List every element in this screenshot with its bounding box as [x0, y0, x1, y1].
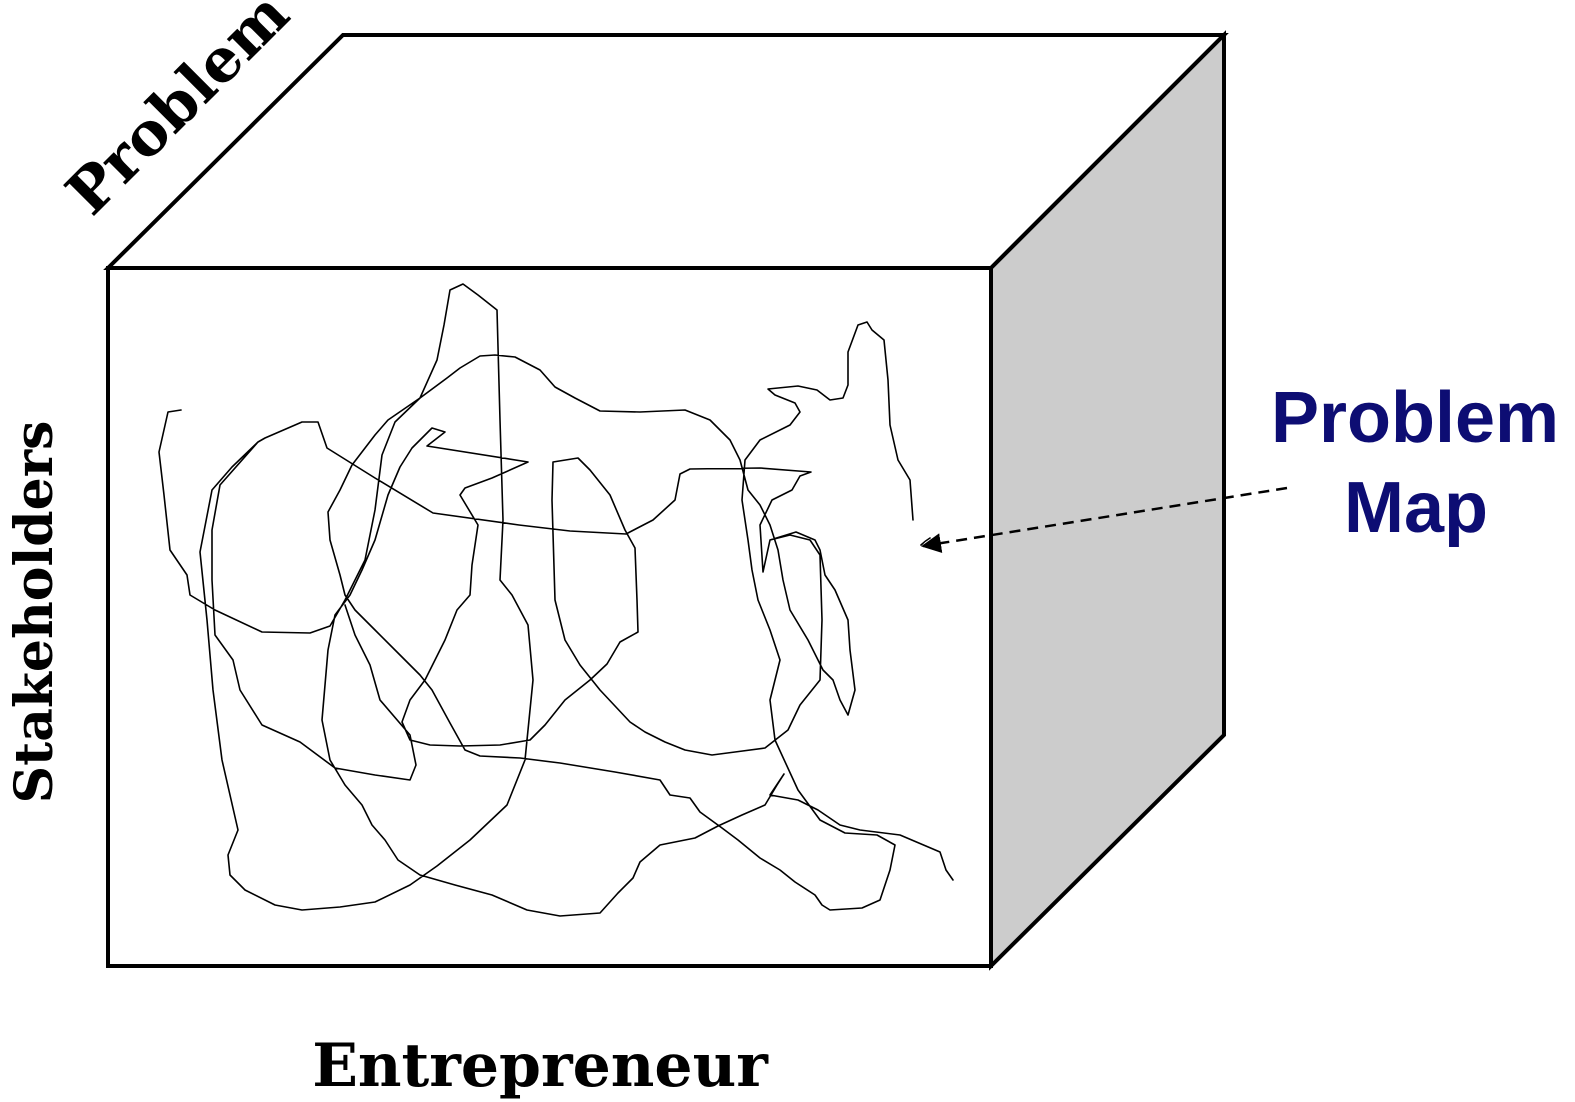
callout-label-line1: Problem — [1271, 378, 1559, 458]
callout-arrow — [921, 486, 1288, 554]
bottom-axis-label: Entrepreneur — [312, 1031, 769, 1101]
callout-label-line2: Map — [1344, 468, 1488, 548]
cube-front-face — [106, 266, 993, 968]
left-axis-label: Stakeholders — [4, 421, 65, 804]
